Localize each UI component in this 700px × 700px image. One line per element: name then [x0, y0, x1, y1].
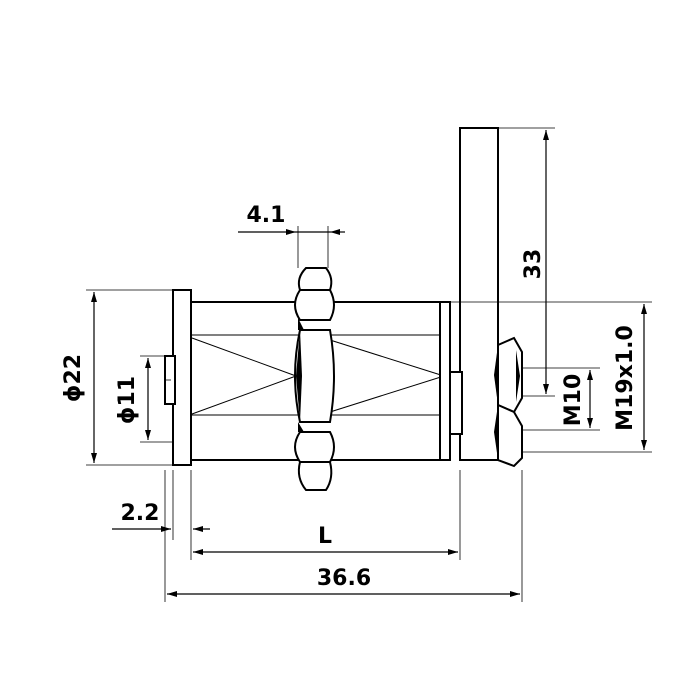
dim-label-33: 33	[521, 249, 546, 280]
spindle	[449, 371, 463, 435]
dimension-overall-length: 36.6	[164, 470, 523, 602]
dimension-flange-thickness: 2.2	[112, 470, 210, 540]
dim-label-4-1: 4.1	[247, 203, 286, 228]
body-shoulder	[439, 301, 451, 461]
dimension-body-thread: M19x1.0	[446, 301, 652, 453]
dim-label-L: L	[318, 524, 332, 549]
dim-label-phi11: ϕ11	[115, 376, 140, 424]
flat-mark	[329, 339, 445, 377]
dimension-flange-diameter: ϕ22	[61, 289, 173, 466]
dim-label-m10: M10	[561, 374, 586, 427]
hex-nut	[294, 267, 335, 491]
spindle-nut	[494, 336, 523, 468]
dimension-spindle-thread: M10	[522, 367, 600, 431]
cam-lever	[459, 127, 499, 461]
dimension-nut-thickness: 4.1	[238, 203, 345, 268]
dim-label-36-6: 36.6	[317, 566, 371, 591]
flat-mark	[191, 375, 297, 415]
flat-mark	[329, 375, 445, 413]
dimension-length-L: L	[190, 470, 461, 560]
dimension-body-diameter: ϕ11	[115, 355, 173, 443]
cam-lock-part	[164, 127, 523, 491]
dim-label-phi22: ϕ22	[61, 354, 86, 402]
dim-label-m19: M19x1.0	[613, 325, 638, 431]
flat-mark	[191, 337, 297, 377]
dim-label-2-2: 2.2	[121, 501, 160, 526]
dimension-lever-length: 33	[498, 127, 555, 397]
